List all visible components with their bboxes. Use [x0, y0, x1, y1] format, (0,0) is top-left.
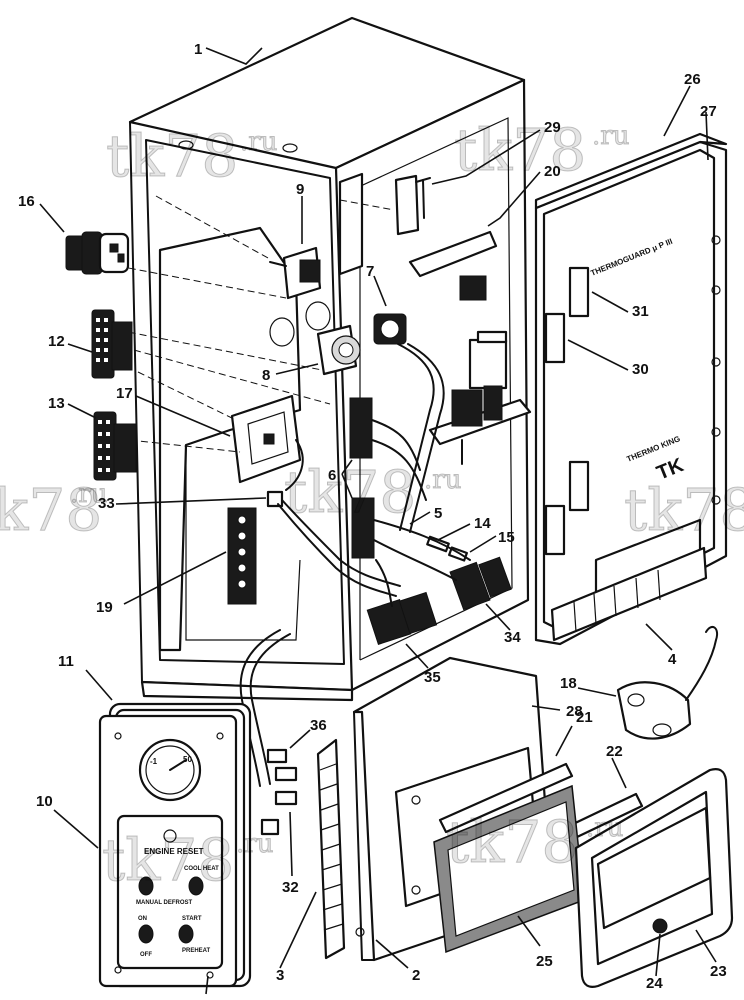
callout-20: 20	[544, 163, 561, 180]
control-panel-10: -1 50 ENGINE RESET MANUAL DEFROST COOL H…	[98, 702, 252, 988]
callout-7: 7	[366, 263, 374, 280]
watermark-suffix: .ru	[240, 127, 277, 157]
callout-6: 6	[328, 467, 336, 484]
wire-harness	[239, 343, 471, 787]
watermark-text: tk78	[624, 476, 744, 544]
callout-1: 1	[194, 41, 202, 58]
svg-text:-1: -1	[150, 757, 158, 766]
callout-30: 30	[632, 361, 649, 378]
connector-6	[349, 397, 375, 559]
callout-23: 23	[710, 963, 727, 980]
watermark-text: tk78	[106, 122, 238, 190]
watermark-suffix: .ru	[236, 829, 273, 859]
remote-18	[616, 625, 718, 740]
connector-12	[91, 309, 133, 379]
leader-lines	[39, 47, 717, 995]
connector-13	[93, 411, 137, 481]
callout-14: 14	[474, 515, 491, 532]
callout-8: 8	[262, 367, 270, 384]
callout-5: 5	[434, 505, 442, 522]
callout-33: 33	[98, 495, 115, 512]
connector-34	[449, 556, 512, 611]
watermark-suffix: .ru	[586, 813, 623, 843]
preheat-label: PREHEAT	[182, 948, 211, 954]
connector-33	[266, 490, 284, 508]
callout-32: 32	[282, 879, 299, 896]
svg-text:50: 50	[183, 755, 192, 764]
callout-13: 13	[48, 395, 65, 412]
watermark-text: tk78	[0, 476, 102, 544]
bracket-29	[394, 174, 431, 236]
callout-2: 2	[412, 967, 420, 984]
callout-17: 17	[116, 385, 133, 402]
callout-27: 27	[700, 103, 717, 120]
watermark-text: tk78	[446, 808, 578, 876]
connector-35	[366, 591, 438, 646]
callout-12: 12	[48, 333, 65, 350]
callout-labels: 1 2 3 4 5 6 7 8 9 10 11 12 13 14 15 16 1…	[18, 41, 727, 992]
watermark-suffix: .ru	[70, 479, 107, 509]
callout-22: 22	[606, 743, 623, 760]
start-label: START	[182, 916, 202, 922]
display-door-4: THERMOGUARD μ P III THERMO KING TK	[534, 132, 728, 646]
callout-18: 18	[560, 675, 577, 692]
callout-34: 34	[504, 629, 521, 646]
relay-9	[269, 246, 322, 300]
callout-9: 9	[296, 181, 304, 198]
watermarks: tk78 .ru tk78 .ru tk78 .ru tk78 .ru tk78…	[0, 116, 744, 895]
callout-16: 16	[18, 193, 35, 210]
module-17	[230, 394, 302, 484]
callout-35: 35	[424, 669, 441, 686]
callout-11: 11	[58, 653, 74, 670]
control-box-housing	[128, 16, 530, 702]
callout-19: 19	[96, 599, 113, 616]
callout-25: 25	[536, 953, 553, 970]
plug-32	[260, 790, 298, 836]
callout-31: 31	[632, 303, 649, 320]
engine-reset-label: ENGINE RESET	[144, 847, 204, 856]
callout-3: 3	[276, 967, 284, 984]
callout-26: 26	[684, 71, 701, 88]
callout-24: 24	[646, 975, 663, 992]
callout-4: 4	[668, 651, 677, 668]
on-label: ON	[138, 916, 147, 922]
hinge-strip-3	[316, 738, 346, 960]
cool-heat-label: COOL HEAT	[184, 866, 219, 872]
off-label: OFF	[140, 952, 152, 958]
bezel-23	[574, 768, 734, 988]
terminal-strip-19	[227, 507, 257, 605]
callout-10: 10	[36, 793, 53, 810]
alignment-lines	[117, 195, 395, 453]
plug-36	[266, 748, 298, 782]
manual-defrost-label: MANUAL DEFROST	[136, 900, 193, 906]
watermark-text: tk78	[102, 826, 234, 894]
callout-29: 29	[544, 119, 561, 136]
callout-28: 28	[566, 703, 583, 720]
connector-7	[373, 313, 407, 345]
watermark-text: tk78	[284, 458, 416, 526]
relay-board	[428, 330, 532, 465]
receptacle-16	[65, 231, 130, 275]
clamp-bar-21	[438, 762, 574, 834]
callout-15: 15	[498, 529, 515, 546]
watermark-suffix: .ru	[424, 465, 461, 495]
callout-21: 21	[576, 709, 593, 726]
watermark-suffix: .ru	[592, 121, 629, 151]
connector-8	[316, 324, 361, 376]
watermark-text: tk78	[454, 116, 586, 184]
callout-36: 36	[310, 717, 327, 734]
